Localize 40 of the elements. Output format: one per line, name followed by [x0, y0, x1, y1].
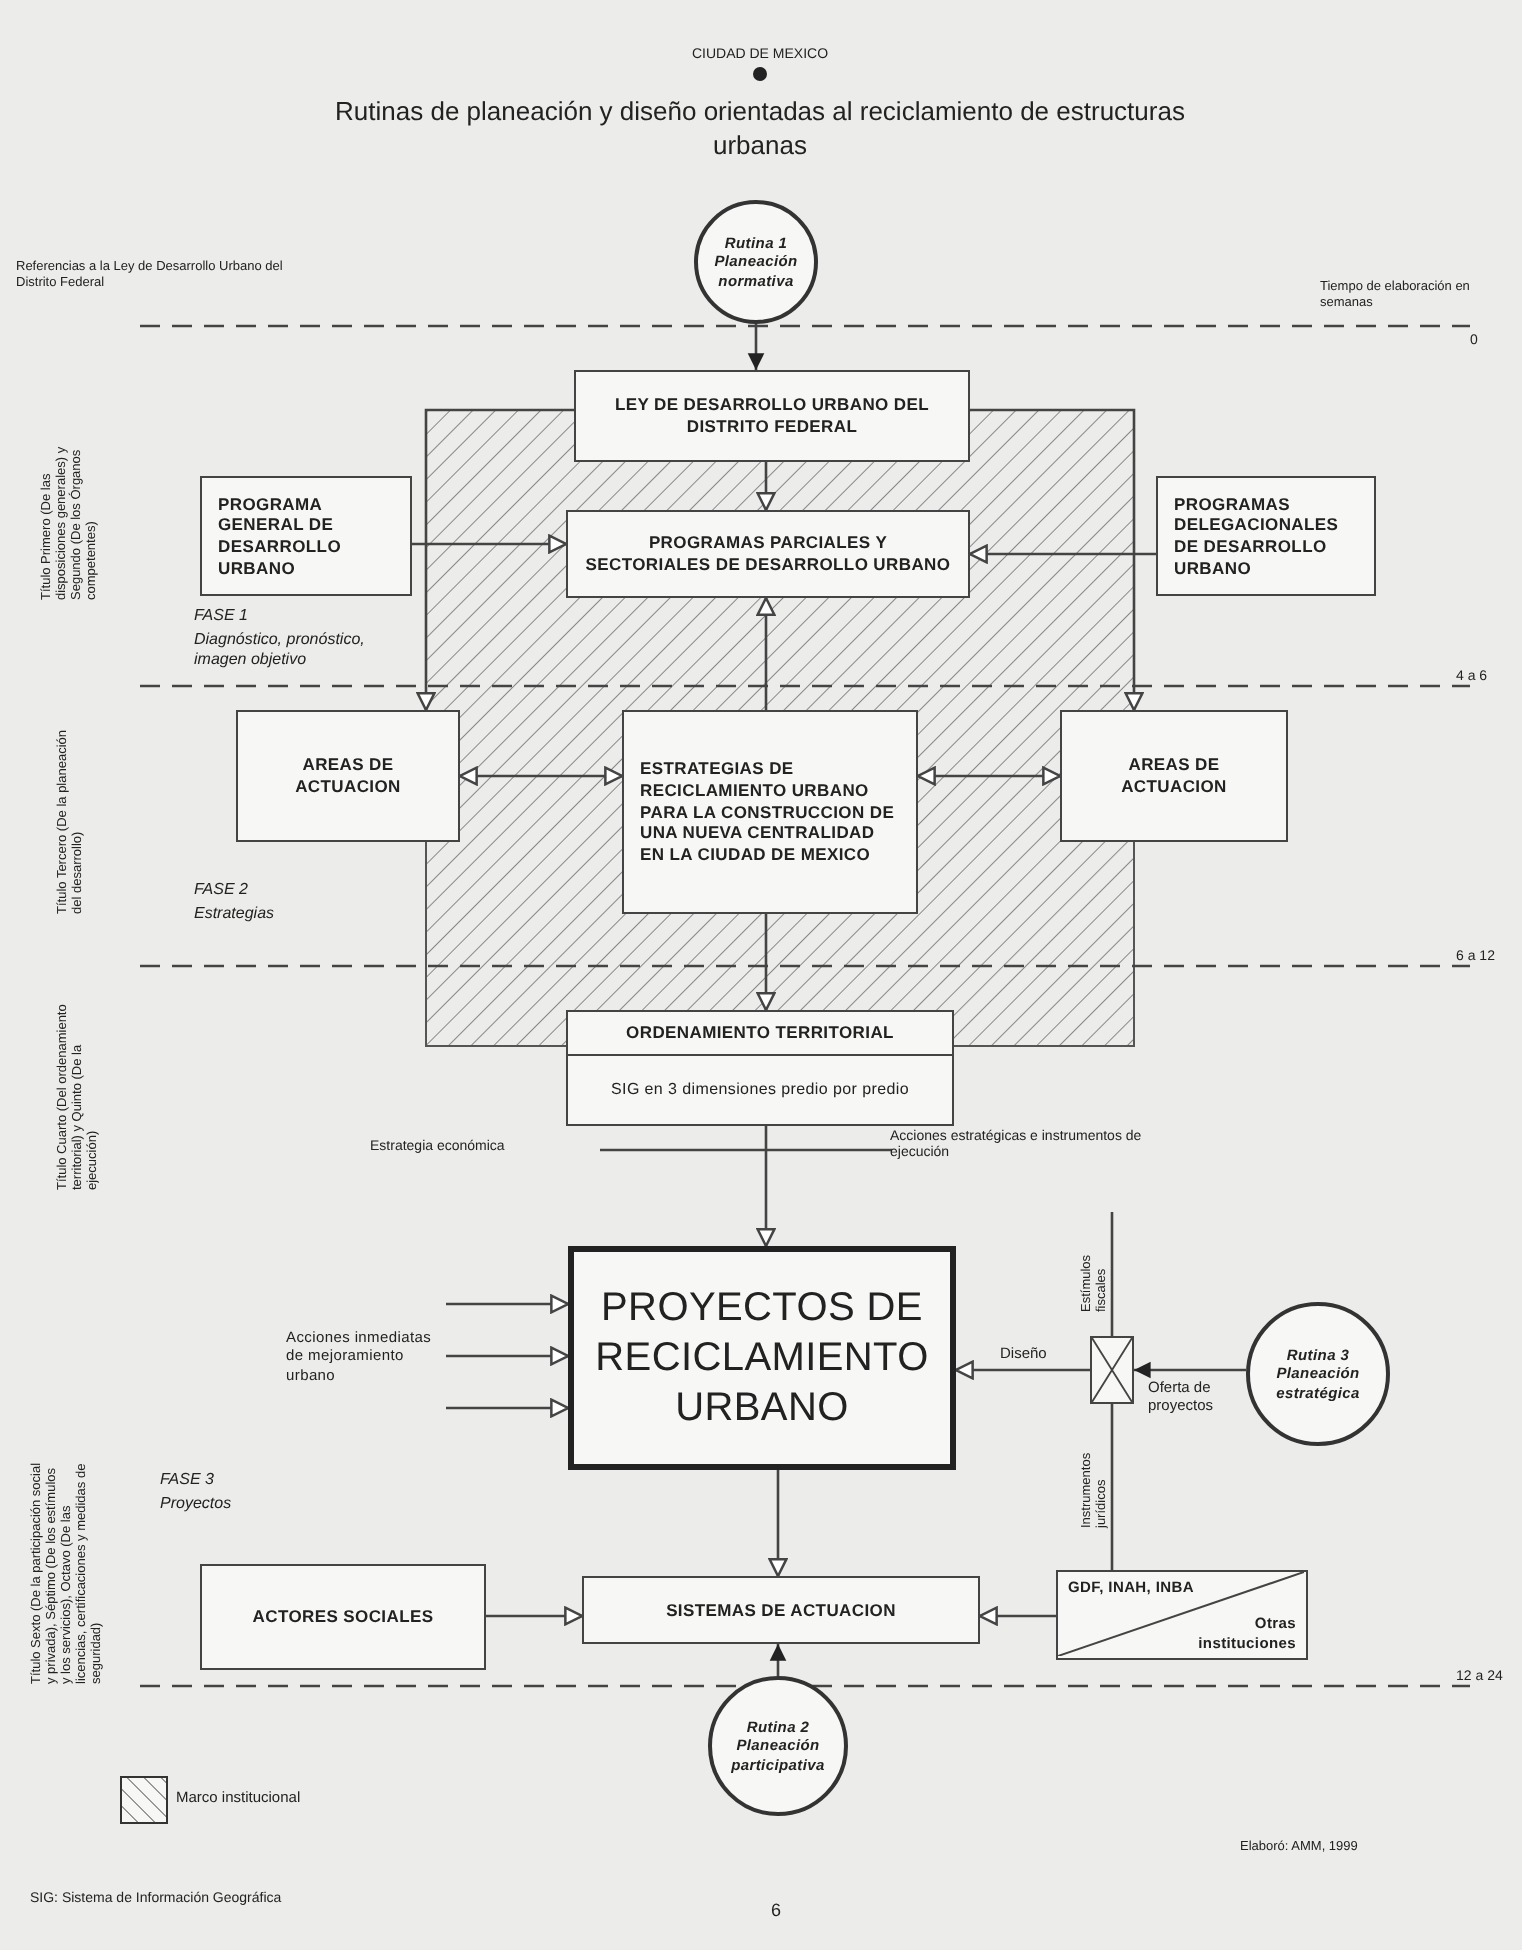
arrow [747, 324, 765, 370]
arrow [486, 1606, 584, 1626]
phase-label: Proyectos [160, 1494, 234, 1514]
process-box: LEY DE DESARROLLO URBANO DEL DISTRITO FEDERAL [574, 370, 970, 462]
arrow [756, 596, 776, 710]
arrow [970, 408, 1144, 712]
phase-label: Diagnóstico, pronóstico, imagen objetivo [194, 630, 367, 669]
process-box: PROGRAMA GENERAL DE DESARROLLO URBANO [200, 476, 412, 596]
arrow [768, 1470, 788, 1578]
arrow [756, 914, 776, 1012]
arrow [416, 408, 574, 712]
process-box: PROYECTOS DE RECICLAMIENTO URBANO [568, 1246, 956, 1470]
phase-label: FASE 2 [194, 880, 250, 900]
note-text: 6 [768, 1900, 783, 1922]
arrow [769, 1644, 787, 1676]
switch-box [1090, 1336, 1134, 1404]
phase-label: FASE 1 [194, 606, 250, 626]
arrow [916, 766, 1062, 786]
process-box: AREAS DE ACTUACION [236, 710, 460, 842]
arrow [412, 534, 568, 554]
arrow [446, 1294, 570, 1314]
phase-label: Estrategias [194, 904, 277, 924]
arrow [756, 462, 776, 512]
process-box: PROGRAMAS PARCIALES Y SECTORIALES DE DESARROLLO URBANO [566, 510, 970, 598]
process-box: SISTEMAS DE ACTUACION [582, 1576, 980, 1644]
arrow [1134, 1361, 1246, 1379]
diagram-title: Rutinas de planeación y diseño orientadas al reciclamiento de estructuras urbanas [333, 96, 1187, 164]
process-box: ESTRATEGIAS DE RECICLAMIENTO URBANO PARA LA CONSTRUCCION DE UNA NUEVA CENTRALIDAD EN LA CIUDAD DE MEXICO [622, 710, 918, 914]
arrow [756, 1126, 776, 1248]
arrow [446, 1346, 570, 1366]
arrow [458, 766, 624, 786]
arrow [446, 1398, 570, 1418]
arrow [954, 1360, 1090, 1380]
arrow [978, 1606, 1056, 1626]
arrow [968, 544, 1156, 564]
process-box: AREAS DE ACTUACION [1060, 710, 1288, 842]
process-box: ORDENAMIENTO TERRITORIAL SIG en 3 dimensiones predio por predio [566, 1010, 954, 1126]
process-box: ACTORES SOCIALES [200, 1564, 486, 1670]
process-box: PROGRAMAS DELEGACIONALES DE DESARROLLO URBANO [1156, 476, 1376, 596]
phase-label: FASE 3 [160, 1470, 216, 1490]
